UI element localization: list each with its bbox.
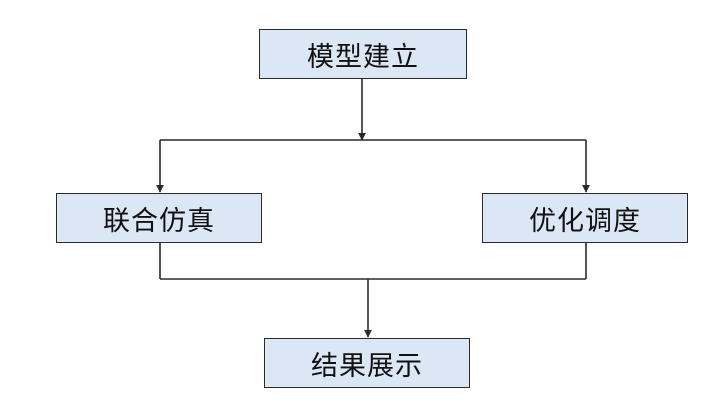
node-co-simulation: 联合仿真 (56, 193, 262, 243)
node-result-display: 结果展示 (264, 338, 470, 388)
node-optimal-dispatch: 优化调度 (482, 193, 688, 243)
node-model-building: 模型建立 (259, 29, 467, 79)
